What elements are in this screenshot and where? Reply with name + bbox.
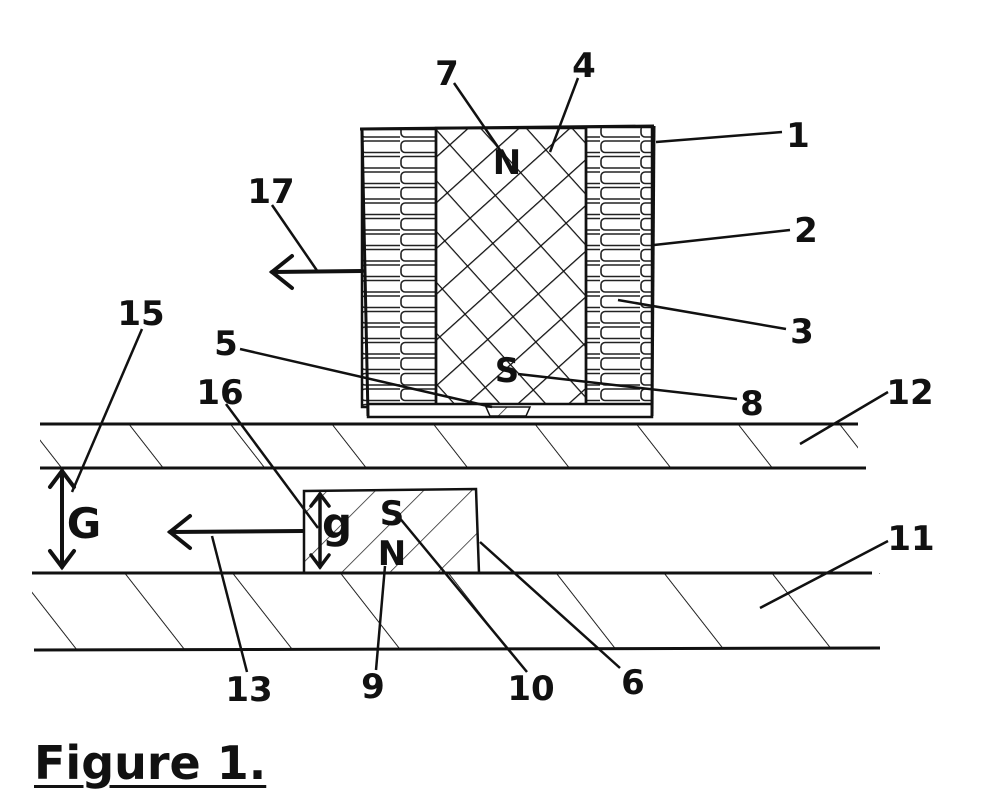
upper-plate xyxy=(40,422,866,470)
lower-motion-arrow xyxy=(166,514,305,550)
reference-label-3: 3 xyxy=(790,312,814,352)
reference-label-5: 5 xyxy=(214,324,238,364)
reference-label-4: 4 xyxy=(572,46,596,86)
small-gap-label: g xyxy=(322,499,352,548)
reference-label-15: 15 xyxy=(117,294,164,334)
large-gap-label: G xyxy=(67,499,101,548)
reference-label-11: 11 xyxy=(887,519,934,559)
reference-label-13: 13 xyxy=(225,670,272,710)
lower-south-pole-label: S xyxy=(380,494,405,534)
reference-label-10: 10 xyxy=(507,669,554,709)
reference-label-16: 16 xyxy=(196,373,243,413)
reference-label-7: 7 xyxy=(435,54,459,94)
reference-label-1: 1 xyxy=(786,116,810,156)
lower-north-pole-label: N xyxy=(378,534,406,574)
reference-label-12: 12 xyxy=(886,373,933,413)
figure-caption: Figure 1. xyxy=(34,736,267,790)
reference-label-2: 2 xyxy=(794,211,818,251)
lower-magnet xyxy=(302,487,481,575)
reference-label-6: 6 xyxy=(621,663,645,703)
upper-north-pole-label: N xyxy=(493,143,521,183)
leader-lines xyxy=(70,77,889,673)
small-gap-arrow xyxy=(309,491,331,570)
reference-label-17: 17 xyxy=(247,172,294,212)
reference-label-8: 8 xyxy=(740,384,764,424)
reference-label-9: 9 xyxy=(361,667,385,707)
upper-south-pole-label: S xyxy=(495,351,520,391)
large-gap-arrow xyxy=(48,467,76,571)
upper-magnet-assembly xyxy=(359,124,656,419)
